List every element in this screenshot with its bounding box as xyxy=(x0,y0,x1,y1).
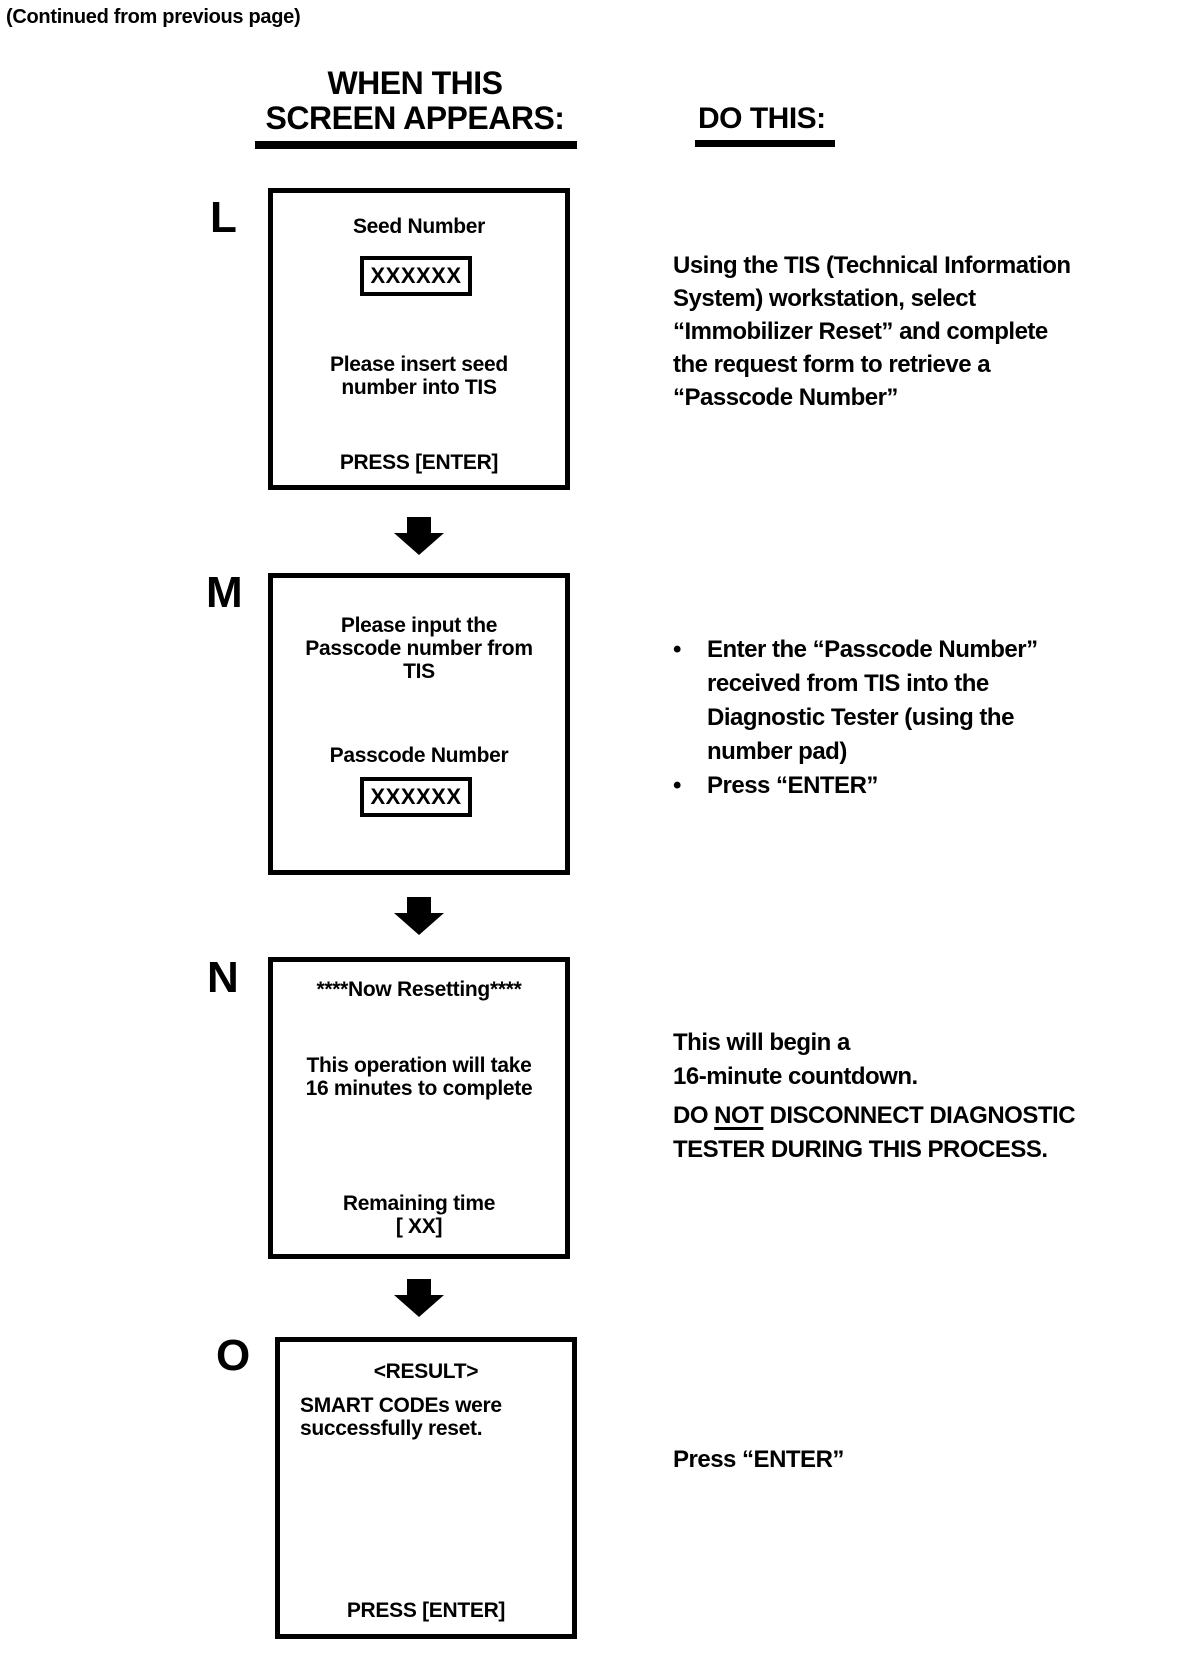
passcode-number-field: XXXXXX xyxy=(360,777,472,817)
screen-l-message-line: Please insert seed xyxy=(330,353,508,376)
screen-o-title: <RESULT> xyxy=(373,1360,479,1383)
instruction-m-bullet-text: Press “ENTER” xyxy=(707,769,878,803)
instruction-n-para1: This will begin a 16-minute countdown. xyxy=(673,1026,918,1094)
screen-o-box: <RESULT> SMART CODEs were successfully r… xyxy=(275,1337,577,1639)
screen-label-o: O xyxy=(216,1331,250,1380)
instruction-l-line: “Immobilizer Reset” and complete xyxy=(673,318,1048,345)
actions-header-underline xyxy=(695,140,835,147)
instruction-l-line: Using the TIS (Technical Information xyxy=(673,252,1071,279)
column-header-screens-line1: WHEN THIS xyxy=(327,65,503,101)
bullet-icon: • xyxy=(673,636,681,663)
remaining-time-label: Remaining time xyxy=(342,1192,496,1215)
screen-label-l: L xyxy=(210,193,237,242)
continued-note: (Continued from previous page) xyxy=(6,6,301,28)
instruction-m-line: Enter the “Passcode Number” xyxy=(707,636,1038,663)
passcode-number-value: XXXXXX xyxy=(370,784,462,809)
remaining-time-value: [ XX] xyxy=(395,1215,443,1238)
instruction-m: • Enter the “Passcode Number” received f… xyxy=(673,633,1038,803)
screen-m-message-line: Please input the xyxy=(340,614,498,637)
instruction-n-warning-line: TESTER DURING THIS PROCESS. xyxy=(673,1136,1048,1163)
screen-n-message-line: 16 minutes to complete xyxy=(305,1077,533,1100)
instruction-n-line: This will begin a xyxy=(673,1029,850,1056)
screen-m-message-line: TIS xyxy=(403,660,435,683)
arrow-down-icon xyxy=(394,517,444,560)
screens-header-underline xyxy=(255,141,577,149)
bullet-icon: • xyxy=(673,772,681,799)
warning-post: DISCONNECT DIAGNOSTIC xyxy=(763,1102,1076,1129)
column-header-actions: DO THIS: xyxy=(698,102,826,135)
screen-n-box: ****Now Resetting**** This operation wil… xyxy=(268,957,570,1259)
instruction-m-bullet-item: • Enter the “Passcode Number” received f… xyxy=(673,633,1038,769)
screen-m-message-line: Passcode number from xyxy=(305,637,533,660)
instruction-l-line: the request form to retrieve a xyxy=(673,351,991,378)
column-header-screens-line2: SCREEN APPEARS: xyxy=(265,100,565,136)
instruction-n-line: 16-minute countdown. xyxy=(673,1063,918,1090)
instruction-m-line: received from TIS into the xyxy=(707,670,989,697)
screen-l-box: Seed Number XXXXXX Please insert seed nu… xyxy=(268,188,570,490)
column-header-screens: WHEN THIS SCREEN APPEARS: xyxy=(250,66,580,136)
screen-o-message: SMART CODEs were successfully reset. xyxy=(300,1394,592,1440)
screen-o-message-line: successfully reset. xyxy=(300,1417,483,1440)
screen-l-footer: PRESS [ENTER] xyxy=(339,451,499,474)
screen-o-message-line: SMART CODEs were xyxy=(300,1394,502,1417)
warning-pre: DO xyxy=(673,1102,715,1129)
instruction-m-bullet-text: Enter the “Passcode Number” received fro… xyxy=(707,633,1038,769)
screen-l-title: Seed Number xyxy=(352,215,486,238)
screen-o-footer: PRESS [ENTER] xyxy=(346,1599,506,1622)
instruction-l-line: “Passcode Number” xyxy=(673,384,898,411)
instruction-m-bullet-item: • Press “ENTER” xyxy=(673,769,1038,803)
instruction-m-line: Diagnostic Tester (using the xyxy=(707,704,1014,731)
screen-label-m: M xyxy=(206,568,243,617)
arrow-down-icon xyxy=(394,1279,444,1322)
screen-m-box: Please input the Passcode number from TI… xyxy=(268,573,570,875)
screen-label-n: N xyxy=(207,953,239,1002)
screen-l-message-line: number into TIS xyxy=(341,376,497,399)
seed-number-value: XXXXXX xyxy=(370,263,462,288)
screen-n-message-line: This operation will take xyxy=(306,1054,532,1077)
instruction-l-line: System) workstation, select xyxy=(673,285,976,312)
screen-n-title: ****Now Resetting**** xyxy=(316,978,522,1001)
instruction-l: Using the TIS (Technical Information Sys… xyxy=(673,249,1071,414)
seed-number-field: XXXXXX xyxy=(360,256,472,296)
passcode-field-label: Passcode Number xyxy=(329,744,509,767)
instruction-n-para2: DO NOT DISCONNECT DIAGNOSTIC TESTER DURI… xyxy=(673,1099,1076,1167)
instruction-m-line: Press “ENTER” xyxy=(707,772,878,799)
instruction-o: Press “ENTER” xyxy=(673,1446,844,1473)
instruction-m-line: number pad) xyxy=(707,738,847,765)
screen-n-message: This operation will take 16 minutes to c… xyxy=(273,1054,565,1100)
screen-l-message: Please insert seed number into TIS xyxy=(273,353,565,399)
screen-m-message: Please input the Passcode number from TI… xyxy=(273,614,565,683)
screen-n-footer: Remaining time [ XX] xyxy=(273,1192,565,1238)
arrow-down-icon xyxy=(394,897,444,940)
warning-not: NOT xyxy=(714,1102,764,1129)
instruction-n-warning-line: DO NOT DISCONNECT DIAGNOSTIC xyxy=(673,1099,1076,1133)
